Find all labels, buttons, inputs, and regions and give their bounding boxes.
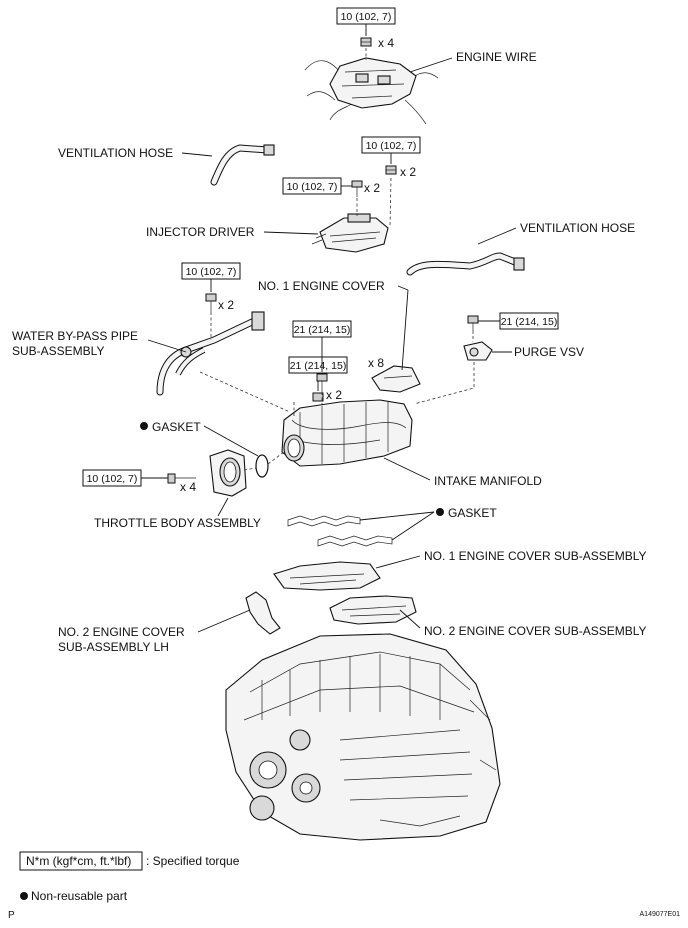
svg-text:NO. 1 ENGINE COVER SUB-ASSEMBL: NO. 1 ENGINE COVER SUB-ASSEMBLY <box>424 549 647 563</box>
svg-text:VENTILATION HOSE: VENTILATION HOSE <box>520 221 635 235</box>
svg-text:10 (102, 7): 10 (102, 7) <box>186 266 237 278</box>
svg-text:VENTILATION HOSE: VENTILATION HOSE <box>58 146 173 160</box>
water-bypass-pipe-drawing <box>156 311 265 396</box>
engine-block-drawing <box>225 633 501 841</box>
engine-wire-drawing <box>304 57 439 125</box>
svg-text:: Specified torque: : Specified torque <box>146 854 240 868</box>
svg-text:21 (214, 15): 21 (214, 15) <box>501 316 558 328</box>
qty-water-pipe: x 2 <box>218 298 234 312</box>
qty-throttle: x 4 <box>180 480 196 494</box>
manifold-bolt-b-icon <box>312 392 324 402</box>
label-intake-manifold: INTAKE MANIFOLD <box>383 457 542 488</box>
torque-box-injector: 10 (102, 7) <box>282 177 342 195</box>
injector-driver-drawing <box>311 213 389 253</box>
svg-text:NO. 2 ENGINE COVER: NO. 2 ENGINE COVER <box>58 625 185 639</box>
svg-text:SUB-ASSEMBLY: SUB-ASSEMBLY <box>12 344 104 358</box>
no2-cover-lh-drawing <box>245 591 281 635</box>
no2-cover-sub-drawing <box>329 595 417 625</box>
ventilation-hose-left-drawing <box>210 144 275 186</box>
label-engine-wire: ENGINE WIRE <box>409 50 537 73</box>
label-injector-driver: INJECTOR DRIVER <box>146 225 319 239</box>
svg-text:ENGINE WIRE: ENGINE WIRE <box>456 50 537 64</box>
nonreusable-dot-icon <box>140 422 148 430</box>
svg-text:10 (102, 7): 10 (102, 7) <box>341 11 392 23</box>
torque-box-purge-vsv: 21 (214, 15) <box>499 312 559 330</box>
svg-text:INTAKE MANIFOLD: INTAKE MANIFOLD <box>434 474 542 488</box>
svg-text:INJECTOR DRIVER: INJECTOR DRIVER <box>146 225 255 239</box>
svg-text:21 (214, 15): 21 (214, 15) <box>290 360 347 372</box>
svg-text:WATER BY-PASS PIPE: WATER BY-PASS PIPE <box>12 329 138 343</box>
svg-text:GASKET: GASKET <box>448 506 497 520</box>
nonreusable-dot-icon <box>436 508 444 516</box>
no1-cover-sub-drawing <box>273 561 381 591</box>
label-gasket-top: GASKET <box>140 420 259 457</box>
throttle-gasket-drawing <box>255 454 269 478</box>
no1-engine-cover-drawing <box>371 365 421 393</box>
manifold-bolt-a-icon <box>316 373 328 392</box>
svg-text:Non-reusable part: Non-reusable part <box>31 889 128 903</box>
svg-text:PURGE VSV: PURGE VSV <box>514 345 584 359</box>
svg-text:N*m (kgf*cm, ft.*lbf): N*m (kgf*cm, ft.*lbf) <box>26 854 131 868</box>
torque-box-vent-nut: 10 (102, 7) <box>361 136 421 154</box>
label-water-bypass-pipe: WATER BY-PASS PIPE SUB-ASSEMBLY <box>12 329 187 358</box>
qty-vent-nut: x 2 <box>400 165 416 179</box>
torque-box-manifold-a: 21 (214, 15) <box>292 320 352 338</box>
label-purge-vsv: PURGE VSV <box>492 345 584 359</box>
torque-box-throttle: 10 (102, 7) <box>82 469 142 487</box>
svg-text:SUB-ASSEMBLY LH: SUB-ASSEMBLY LH <box>58 640 169 654</box>
vent-hose-nut-icon <box>385 165 397 175</box>
ventilation-hose-right-drawing <box>406 252 525 276</box>
svg-text:21 (214, 15): 21 (214, 15) <box>294 324 351 336</box>
torque-box-engine-wire: 10 (102, 7) <box>336 7 396 25</box>
label-gasket-right: GASKET <box>359 506 497 541</box>
svg-text:10 (102, 7): 10 (102, 7) <box>287 181 338 193</box>
legend-torque: N*m (kgf*cm, ft.*lbf) : Specified torque <box>19 851 240 871</box>
nonreusable-dot-icon <box>20 892 28 900</box>
purge-vsv-bolt-icon <box>467 315 479 334</box>
svg-text:10 (102, 7): 10 (102, 7) <box>366 140 417 152</box>
torque-box-water-pipe: 10 (102, 7) <box>181 262 241 280</box>
figure-code: A149077E01 <box>640 911 681 918</box>
footer-page-marker: P <box>8 910 15 921</box>
throttle-bolt-icon <box>167 473 196 484</box>
qty-manifold-b: x 2 <box>326 388 342 402</box>
throttle-body-drawing <box>209 449 247 497</box>
engine-wire-nut-icon <box>360 37 372 47</box>
label-ventilation-hose-left: VENTILATION HOSE <box>58 146 213 160</box>
qty-engine-wire: x 4 <box>378 36 394 50</box>
water-pipe-bolt-icon <box>205 293 217 312</box>
purge-vsv-drawing <box>463 341 493 361</box>
legend-nonreusable: Non-reusable part <box>20 889 128 903</box>
torque-box-manifold-b: 21 (214, 15) <box>288 356 348 374</box>
svg-text:NO. 2 ENGINE COVER SUB-ASSEMBL: NO. 2 ENGINE COVER SUB-ASSEMBLY <box>424 624 647 638</box>
qty-injector: x 2 <box>364 181 380 195</box>
label-no2-cover-sub: NO. 2 ENGINE COVER SUB-ASSEMBLY <box>399 609 647 638</box>
manifold-gasket-drawing <box>287 515 393 547</box>
intake-manifold-drawing <box>281 399 413 467</box>
label-no1-cover-sub: NO. 1 ENGINE COVER SUB-ASSEMBLY <box>375 549 647 569</box>
injector-bolt-icon <box>351 180 363 197</box>
qty-manifold-a: x 8 <box>368 356 384 370</box>
label-ventilation-hose-right: VENTILATION HOSE <box>477 221 635 245</box>
label-throttle-body: THROTTLE BODY ASSEMBLY <box>94 497 261 530</box>
label-no1-engine-cover: NO. 1 ENGINE COVER <box>258 279 409 371</box>
svg-text:10 (102, 7): 10 (102, 7) <box>87 473 138 485</box>
svg-text:GASKET: GASKET <box>152 420 201 434</box>
label-no2-cover-lh: NO. 2 ENGINE COVER SUB-ASSEMBLY LH <box>58 609 251 654</box>
svg-text:THROTTLE BODY ASSEMBLY: THROTTLE BODY ASSEMBLY <box>94 516 261 530</box>
svg-text:NO. 1 ENGINE COVER: NO. 1 ENGINE COVER <box>258 279 385 293</box>
